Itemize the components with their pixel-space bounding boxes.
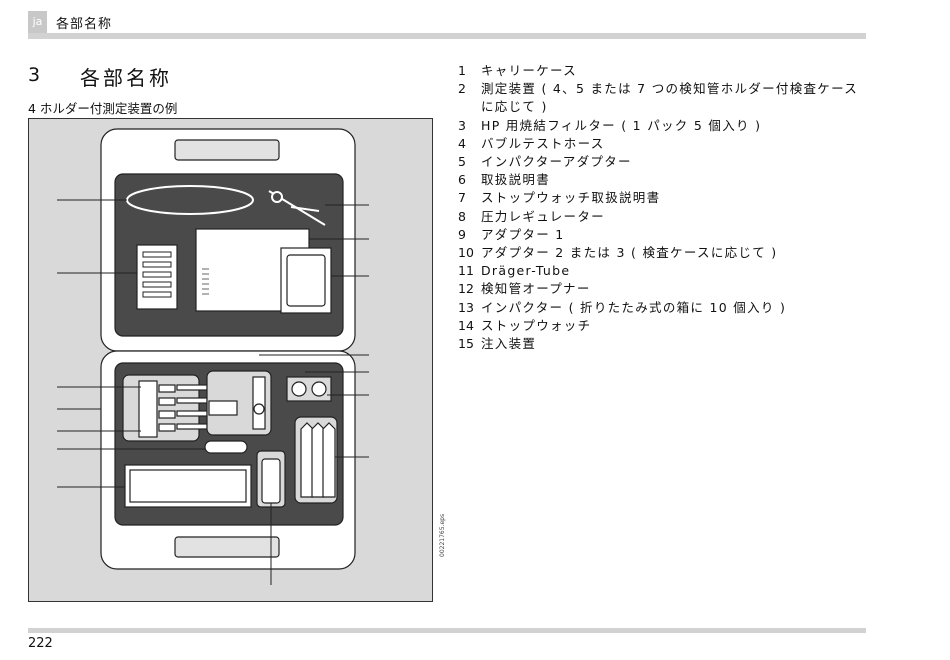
adapter-1	[291, 381, 307, 397]
legend-item: 11 Dräger-Tube	[458, 262, 871, 280]
regulator-knob	[253, 403, 265, 415]
legend-text: 注入装置	[481, 336, 537, 352]
running-header-title: 各部名称	[56, 17, 113, 32]
parts-legend: 1 キャリーケース 2 測定装置 ( 4、5 または 7 つの検知管ホルダー付検査ケ…	[458, 62, 871, 353]
legend-item: 3 HP 用焼結フィルター ( 1 パック 5 個入り )	[458, 117, 871, 135]
legend-item: 6 取扱説明書	[458, 171, 871, 189]
impactor-adapter	[268, 190, 326, 226]
legend-text: HP 用焼結フィルター ( 1 パック 5 個入り )	[481, 117, 762, 133]
legend-item: 12 検知管オープナー	[458, 280, 871, 298]
stopwatch	[261, 458, 281, 504]
tube-opener	[204, 440, 248, 454]
legend-number: 8	[458, 208, 466, 224]
legend-text: 取扱説明書	[481, 172, 551, 188]
impactor-box	[124, 464, 252, 508]
legend-number: 10	[458, 245, 474, 261]
legend-item: 1 キャリーケース	[458, 62, 871, 80]
legend-number: 12	[458, 281, 474, 297]
legend-text: バブルテストホース	[481, 135, 605, 151]
legend-item: 8 圧力レギュレーター	[458, 208, 871, 226]
regulator-body	[208, 400, 238, 416]
legend-item: 15 注入装置	[458, 335, 871, 353]
legend-item: 2 測定装置 ( 4、5 または 7 つの検知管ホルダー付検査ケースに応じて )	[458, 80, 871, 116]
adapter-2	[311, 381, 327, 397]
legend-number: 1	[458, 63, 466, 78]
legend-number: 7	[458, 190, 466, 206]
case-drawing	[57, 128, 369, 585]
legend-text: 測定装置 ( 4、5 または 7 つの検知管ホルダー付検査ケースに応じて )	[481, 81, 859, 115]
legend-number: 15	[458, 336, 474, 352]
legend-text: キャリーケース	[481, 63, 577, 78]
legend-number: 4	[458, 135, 466, 151]
legend-number: 6	[458, 172, 466, 188]
legend-number: 2	[458, 81, 466, 97]
language-tab: ja	[28, 11, 47, 33]
pressure-regulator	[252, 376, 266, 430]
figure-caption: 4 ホルダー付測定装置の例	[28, 101, 178, 116]
legend-item: 14 ストップウォッチ	[458, 317, 871, 335]
legend-text: インパクター ( 折りたたみ式の箱に 10 個入り )	[481, 299, 787, 315]
legend-text: アダプター 2 または 3 ( 検査ケースに応じて )	[481, 245, 778, 261]
legend-item: 9 アダプター 1	[458, 226, 871, 244]
legend-text: ストップウォッチ	[481, 317, 592, 333]
stopwatch-manual	[280, 247, 332, 314]
legend-number: 3	[458, 117, 466, 133]
case-illustration	[28, 118, 433, 602]
impactor-box-inner	[129, 469, 247, 503]
legend-item: 5 インパクターアダプター	[458, 153, 871, 171]
figure-code: 00221765.eps	[439, 513, 446, 557]
legend-number: 14	[458, 317, 474, 333]
measuring-device	[138, 380, 158, 438]
page-number: 222	[28, 636, 53, 651]
legend-text: Dräger-Tube	[481, 263, 571, 279]
legend-text: 検知管オープナー	[481, 281, 591, 297]
legend-item: 7 ストップウォッチ取扱説明書	[458, 189, 871, 207]
filters	[142, 251, 172, 298]
tube-holders	[158, 384, 208, 432]
drager-tubes	[300, 422, 336, 498]
section-title: 各部名称	[80, 66, 172, 90]
legend-text: インパクターアダプター	[481, 154, 632, 170]
callout-lines	[57, 199, 369, 585]
legend-number: 13	[458, 299, 474, 315]
legend-number: 11	[458, 263, 474, 279]
legend-item: 13 インパクター ( 折りたたみ式の箱に 10 個入り )	[458, 299, 871, 317]
legend-item: 10 アダプター 2 または 3 ( 検査ケースに応じて )	[458, 244, 871, 262]
lid-handle	[174, 139, 280, 161]
legend-text: アダプター 1	[481, 226, 565, 242]
manual-dots	[202, 268, 209, 295]
legend-text: 圧力レギュレーター	[481, 208, 605, 224]
stopwatch-manual-inner	[286, 254, 326, 307]
legend-text: ストップウォッチ取扱説明書	[481, 190, 661, 206]
legend-item: 4 バブルテストホース	[458, 135, 871, 153]
legend-number: 5	[458, 154, 466, 170]
legend-number: 9	[458, 226, 466, 242]
section-number: 3	[28, 64, 41, 86]
body-handle	[174, 536, 280, 558]
header-rule	[28, 33, 866, 39]
footer-rule	[28, 628, 866, 633]
